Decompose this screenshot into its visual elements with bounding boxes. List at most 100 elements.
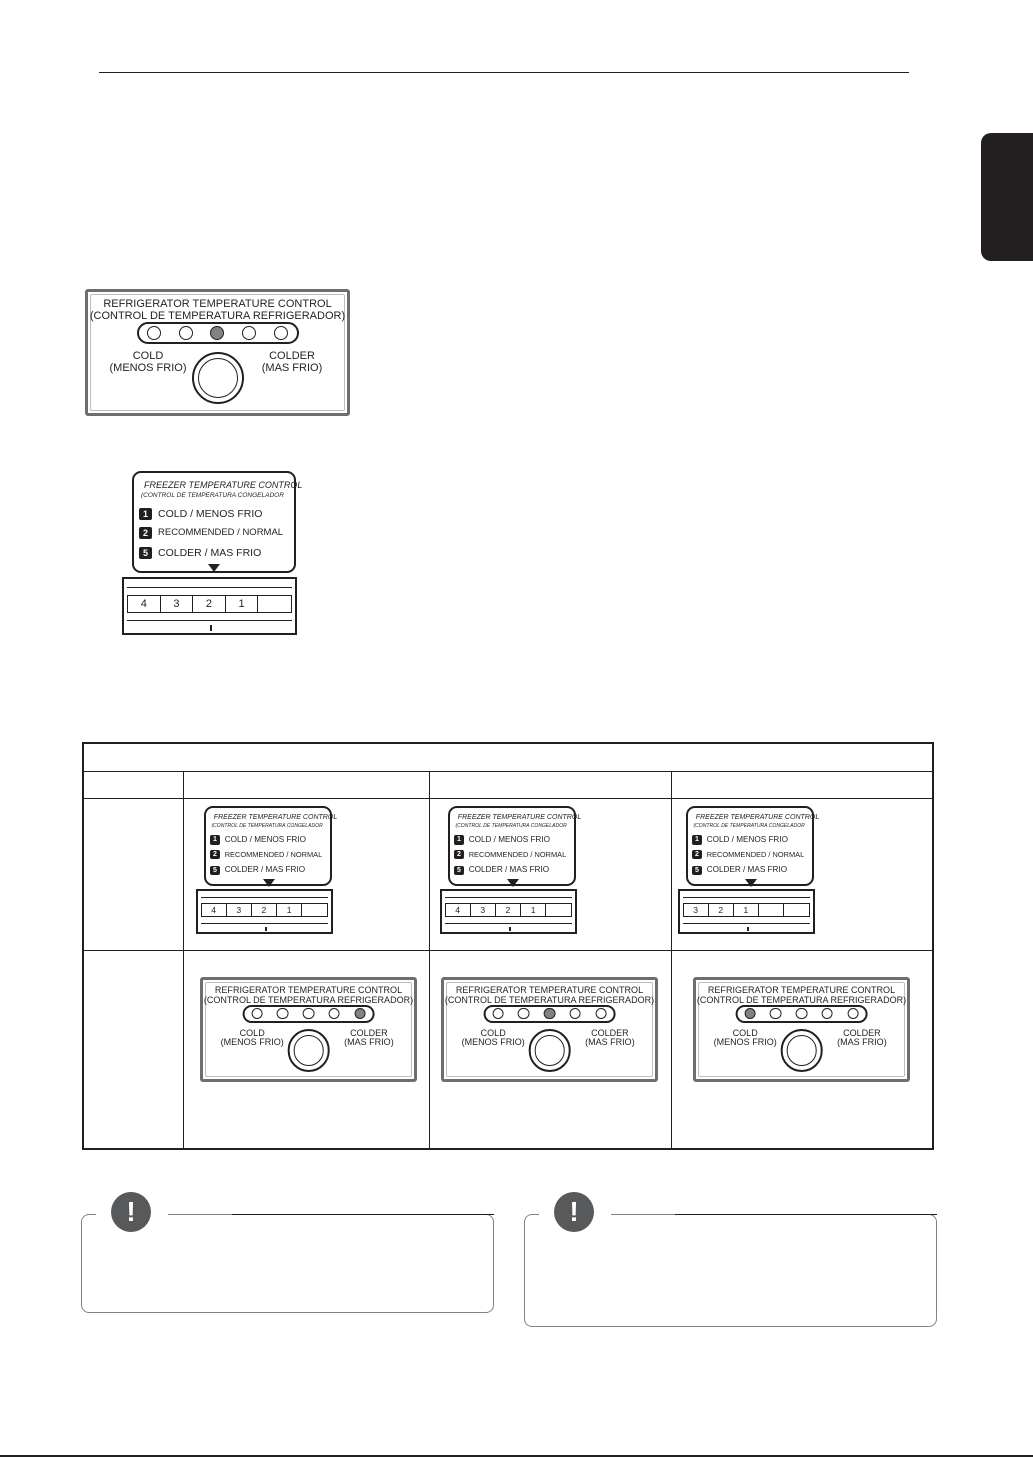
level-dot-1 — [492, 1007, 504, 1020]
option-text: COLD / MENOS FRIO — [224, 834, 306, 844]
freezer-title: FREEZER TEMPERATURE CONTROL — [695, 814, 820, 822]
dial-cell — [784, 904, 809, 916]
level-dot-1 — [147, 326, 162, 340]
dial-cell: 4 — [446, 904, 471, 917]
refrigerator-control: REFRIGERATOR TEMPERATURE CONTROL(CONTROL… — [85, 289, 350, 416]
dial-index-mark — [747, 926, 750, 932]
cold-sublabel: (MENOS FRIO) — [109, 362, 187, 374]
dial-cell: 2 — [252, 904, 277, 917]
level-dot-2 — [769, 1007, 782, 1020]
cold-sublabel: (MENOS FRIO) — [713, 1037, 777, 1048]
fridge-title: REFRIGERATOR TEMPERATURE CONTROL — [214, 984, 403, 995]
warning-icon: ! — [554, 1192, 594, 1232]
footer-rule — [0, 1455, 1033, 1457]
option-number-badge: 1 — [209, 835, 221, 845]
dial-cell: 1 — [277, 904, 303, 917]
option-text: COLDER / MAS FRIO — [468, 865, 550, 875]
note-header-rule — [675, 1214, 937, 1215]
refrigerator-control: REFRIGERATOR TEMPERATURE CONTROL(CONTROL… — [693, 977, 910, 1082]
freezer-title: FREEZER TEMPERATURE CONTROL — [213, 814, 338, 822]
dial-rule — [200, 896, 329, 898]
dial-cell: 3 — [227, 904, 252, 917]
dial-cell: 3 — [471, 904, 496, 917]
dial-cell: 2 — [496, 904, 521, 917]
dial-rule — [682, 922, 811, 924]
dial-cell: 2 — [193, 596, 226, 612]
freezer-subtitle: (CONTROL DE TEMPERATURA CONGELADOR — [693, 822, 805, 829]
cold-sublabel: (MENOS FRIO) — [461, 1037, 525, 1048]
temperature-knob — [780, 1029, 823, 1072]
panel-inner-border — [90, 294, 345, 411]
fridge-level-indicator — [483, 1004, 616, 1023]
level-dot-5 — [595, 1007, 607, 1020]
table-col-rule — [429, 771, 430, 1150]
option-number-badge: 1 — [139, 508, 152, 520]
note-header-rule — [232, 1214, 494, 1215]
dial-cell: 4 — [202, 904, 227, 917]
table-row-rule — [82, 950, 934, 951]
fridge-subtitle: (CONTROL DE TEMPERATURA REFRIGERADOR) — [444, 994, 655, 1005]
fridge-subtitle: (CONTROL DE TEMPERATURA REFRIGERADOR) — [696, 994, 907, 1005]
freezer-label-card: FREEZER TEMPERATURE CONTROL(CONTROL DE T… — [204, 806, 337, 886]
option-number-badge: 2 — [139, 527, 152, 539]
fridge-title: REFRIGERATOR TEMPERATURE CONTROL — [455, 984, 644, 995]
dial-cell: 3 — [684, 904, 709, 917]
table-col-rule — [671, 771, 672, 1150]
dial-cell: 4 — [128, 596, 161, 612]
option-number-badge: 1 — [691, 835, 703, 845]
cold-label: COLD — [480, 1027, 506, 1038]
refrigerator-control: REFRIGERATOR TEMPERATURE CONTROL(CONTROL… — [200, 977, 417, 1082]
dial-cell: 3 — [161, 596, 194, 612]
level-dot-5 — [273, 326, 288, 340]
level-dot-1 — [251, 1007, 263, 1020]
header-rule — [99, 72, 909, 73]
option-text: RECOMMENDED / NORMAL — [706, 850, 805, 860]
pointer-arrow-icon — [507, 878, 520, 887]
temperature-knob — [528, 1029, 571, 1072]
fridge-title: REFRIGERATOR TEMPERATURE CONTROL — [707, 984, 896, 995]
level-dot-4 — [242, 326, 257, 340]
freezer-title: FREEZER TEMPERATURE CONTROL — [144, 480, 303, 490]
level-dot-2 — [178, 326, 193, 340]
dial-cell: 2 — [709, 904, 734, 917]
colder-label: COLDER — [269, 350, 315, 362]
cold-label: COLD — [132, 350, 164, 362]
language-side-tab — [981, 133, 1033, 261]
level-dot-3 — [302, 1007, 315, 1020]
table-subheader-rule — [82, 798, 934, 799]
level-dot-4 — [821, 1007, 833, 1020]
colder-label: COLDER — [843, 1027, 881, 1038]
pointer-arrow-icon — [745, 878, 758, 887]
warning-icon: ! — [111, 1192, 151, 1232]
fridge-subtitle: (CONTROL DE TEMPERATURA REFRIGERADOR) — [203, 994, 414, 1005]
table-left-border — [82, 742, 84, 1150]
dial-index-mark — [210, 625, 212, 631]
level-dot-5 — [847, 1007, 859, 1020]
dial-cell — [759, 904, 785, 917]
level-dot-5 — [354, 1007, 366, 1020]
option-text: RECOMMENDED / NORMAL — [224, 850, 323, 860]
dial-cell: 1 — [734, 904, 759, 917]
level-dot-3 — [543, 1007, 556, 1020]
fridge-level-indicator — [242, 1004, 375, 1023]
option-text: COLD / MENOS FRIO — [706, 834, 788, 844]
dial-rule — [200, 922, 329, 924]
dial-cell — [546, 904, 571, 916]
option-text: COLDER / MAS FRIO — [706, 865, 788, 875]
freezer-subtitle: (CONTROL DE TEMPERATURA CONGELADOR — [211, 822, 323, 829]
colder-sublabel: (MAS FRIO) — [837, 1037, 887, 1048]
option-text: COLDER / MAS FRIO — [224, 865, 306, 875]
temperature-knob — [287, 1029, 330, 1072]
